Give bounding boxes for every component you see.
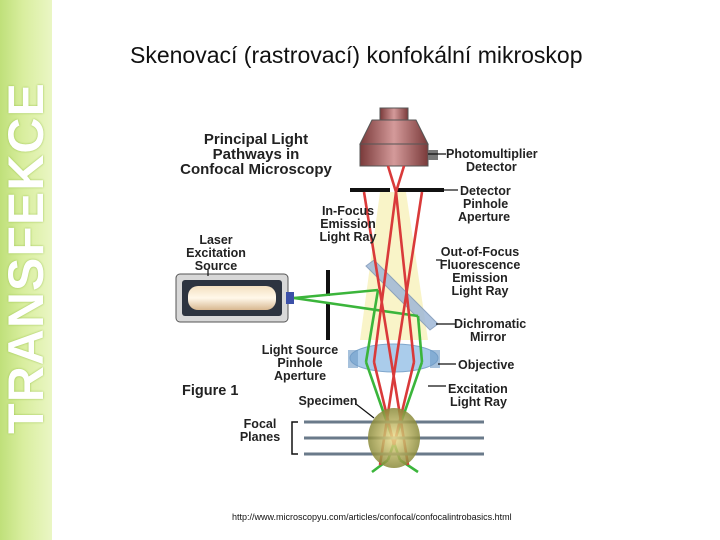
label-out-of-focus-1: Out-of-Focus bbox=[441, 245, 520, 259]
figure-label: Figure 1 bbox=[182, 383, 238, 399]
label-source-pinhole-2: Pinhole bbox=[277, 356, 322, 370]
specimen bbox=[368, 408, 420, 468]
label-source-pinhole-1: Light Source bbox=[262, 343, 338, 357]
confocal-diagram: Principal Light Pathways in Confocal Mic… bbox=[175, 107, 538, 474]
label-source-pinhole-3: Aperture bbox=[274, 369, 326, 383]
label-objective: Objective bbox=[458, 358, 514, 372]
label-in-focus-3: Light Ray bbox=[320, 230, 377, 244]
focal-planes-bracket bbox=[291, 421, 298, 455]
diagram-heading-line-1: Principal Light bbox=[204, 131, 308, 148]
sidebar-band: TRANSFEKCE bbox=[0, 0, 54, 540]
source-pinhole-bottom bbox=[326, 304, 330, 340]
source-url: http://www.microscopyu.com/articles/conf… bbox=[232, 512, 512, 522]
label-focal-planes-1: Focal bbox=[244, 417, 277, 431]
label-out-of-focus-3: Emission bbox=[452, 271, 508, 285]
label-photomultiplier-1: Photomultiplier bbox=[446, 147, 538, 161]
label-laser-1: Laser bbox=[199, 233, 232, 247]
detector-pinhole-left bbox=[350, 188, 390, 192]
label-detector-pinhole-1: Detector bbox=[460, 184, 511, 198]
source-pinhole-top bbox=[326, 270, 330, 296]
label-in-focus-2: Emission bbox=[320, 217, 376, 231]
label-laser-3: Source bbox=[195, 259, 237, 273]
diagram-heading-line-2: Pathways in bbox=[213, 146, 300, 163]
photomultiplier-detector bbox=[359, 107, 438, 167]
label-detector-pinhole-3: Aperture bbox=[458, 210, 510, 224]
label-laser-2: Excitation bbox=[186, 246, 246, 260]
label-dichromatic-2: Mirror bbox=[470, 330, 506, 344]
detector-pinhole-right bbox=[396, 188, 444, 192]
label-detector-pinhole-2: Pinhole bbox=[463, 197, 508, 211]
label-dichromatic-1: Dichromatic bbox=[454, 317, 526, 331]
label-focal-planes-2: Planes bbox=[240, 430, 280, 444]
label-in-focus-1: In-Focus bbox=[322, 204, 374, 218]
label-excitation-2: Light Ray bbox=[450, 395, 507, 409]
label-excitation-1: Excitation bbox=[448, 382, 508, 396]
label-specimen: Specimen bbox=[298, 394, 357, 408]
specimen-pointer bbox=[355, 403, 375, 419]
sidebar-title: TRANSFEKCE bbox=[0, 82, 54, 434]
label-out-of-focus-4: Light Ray bbox=[452, 284, 509, 298]
label-leaders bbox=[207, 153, 458, 387]
slide-title: Skenovací (rastrovací) konfokální mikros… bbox=[130, 42, 583, 68]
laser-source bbox=[175, 273, 294, 323]
diagram-heading-line-3: Confocal Microscopy bbox=[180, 161, 332, 178]
label-out-of-focus-2: Fluorescence bbox=[440, 258, 521, 272]
label-photomultiplier-2: Detector bbox=[466, 160, 517, 174]
